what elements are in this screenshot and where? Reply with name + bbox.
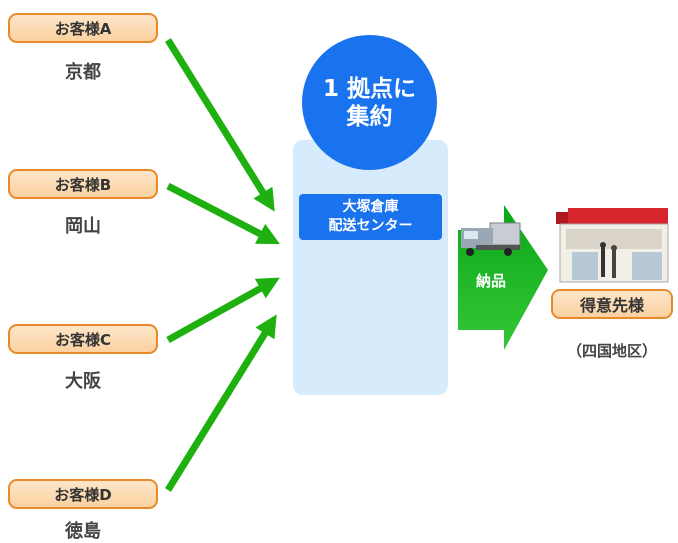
customer-b-city: 岡山	[65, 216, 101, 237]
customer-b-badge: お客様B	[8, 169, 158, 199]
store-icon	[556, 208, 669, 283]
hub-panel	[293, 140, 448, 395]
distribution-center-label: 大塚倉庫 配送センター	[299, 194, 442, 240]
distribution-center-name-line1: 大塚倉庫	[342, 199, 399, 215]
consolidation-badge-line2: 集約	[346, 103, 393, 130]
arrow-customer-c	[166, 277, 280, 344]
distribution-center-name-line2: 配送センター	[328, 218, 413, 234]
destination-badge: 得意先様	[551, 289, 673, 319]
consolidation-badge: 1 拠点に 集約	[302, 35, 437, 170]
destination-region: （四国地区）	[566, 342, 657, 360]
customer-c-city: 大阪	[65, 371, 101, 392]
customer-d-city: 徳島	[65, 521, 101, 542]
arrow-customer-d	[165, 314, 277, 492]
customer-a-city: 京都	[65, 62, 101, 83]
delivery-label: 納品	[475, 272, 506, 290]
consolidation-badge-line1: 1 拠点に	[322, 75, 416, 102]
arrow-customer-a	[165, 38, 275, 212]
truck-icon	[461, 222, 521, 256]
customer-a-badge: お客様A	[8, 13, 158, 43]
customer-d-badge: お客様D	[8, 479, 158, 509]
arrow-customer-b	[166, 182, 280, 245]
customer-c-badge: お客様C	[8, 324, 158, 354]
